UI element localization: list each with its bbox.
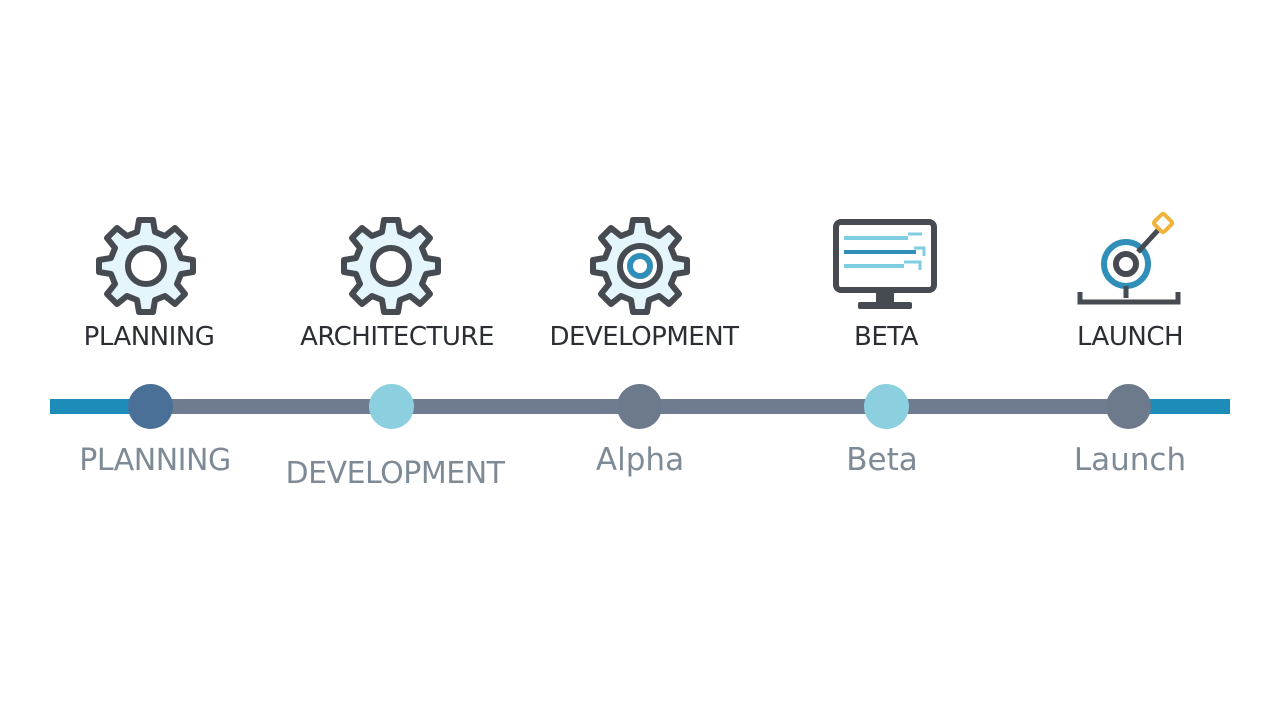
- timeline-node-5: [1106, 384, 1151, 429]
- timeline-node-3: [617, 384, 662, 429]
- stage-caption-4: Beta: [846, 442, 918, 478]
- stage-caption-5: Launch: [1073, 442, 1187, 478]
- stage-title-2: ARCHITECTURE: [300, 322, 494, 352]
- architecture-gear-icon: [336, 216, 446, 316]
- timeline-track-end: [1140, 399, 1230, 414]
- timeline-node-4: [864, 384, 909, 429]
- stage-caption-1: PLANNING: [79, 443, 231, 478]
- stage-title-4: BETA: [854, 322, 918, 352]
- beta-monitor-icon: [830, 216, 940, 316]
- timeline-track-start: [50, 399, 140, 414]
- timeline-node-1: [128, 384, 173, 429]
- stage-caption-3: Alpha: [595, 442, 685, 478]
- stage-title-1: PLANNING: [83, 322, 215, 352]
- stage-caption-2: DEVELOPMENT: [285, 456, 506, 491]
- launch-target-stand-icon: [1074, 210, 1184, 310]
- planning-gear-icon: [91, 216, 201, 316]
- timeline-node-2: [369, 384, 414, 429]
- development-target-gear-icon: [585, 216, 695, 316]
- stage-title-3: DEVELOPMENT: [549, 322, 739, 352]
- stage-title-5: LAUNCH: [1076, 322, 1184, 352]
